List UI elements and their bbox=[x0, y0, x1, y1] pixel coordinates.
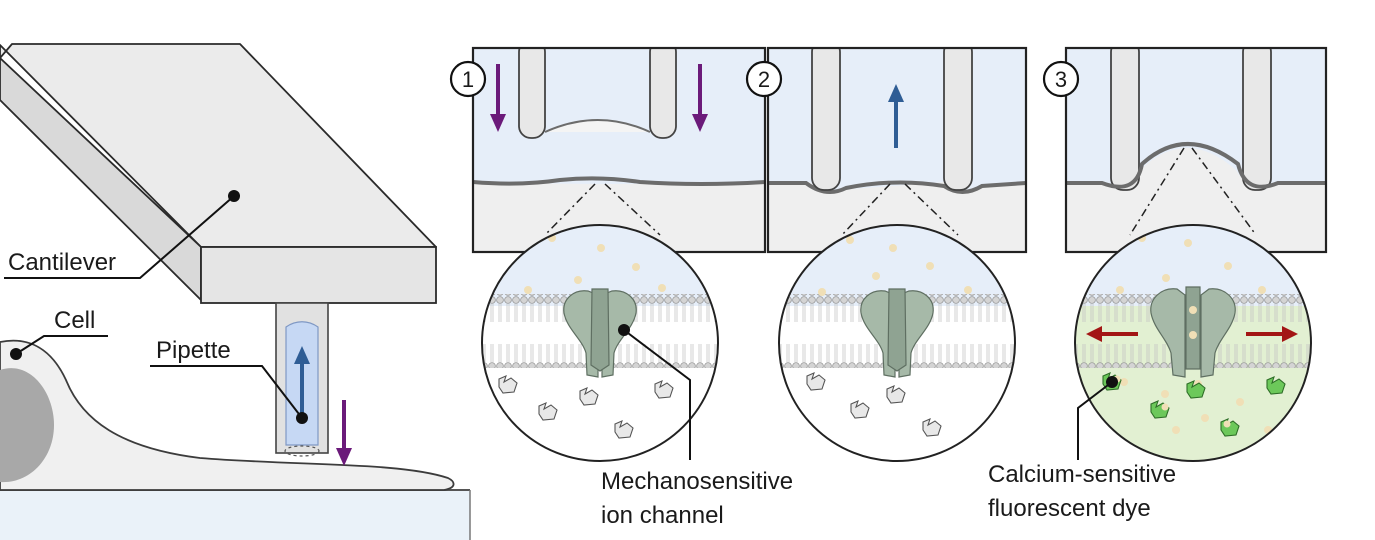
step-1-panel: 1 bbox=[449, 46, 767, 462]
dye-leader bbox=[1077, 376, 1118, 460]
cantilever-label: Cantilever bbox=[8, 249, 116, 276]
pipette-label: Pipette bbox=[156, 337, 231, 364]
membrane bbox=[473, 176, 765, 186]
zoom-circle bbox=[481, 224, 719, 462]
substrate bbox=[0, 490, 470, 540]
tension-arrow-left-icon bbox=[1086, 326, 1138, 342]
zoom-circle bbox=[778, 224, 1016, 462]
cell-body bbox=[0, 339, 455, 491]
pipette-wall-right bbox=[943, 48, 973, 191]
channel-leader bbox=[618, 324, 691, 460]
pipette-wall-left bbox=[518, 48, 546, 139]
channel-label-line-1: Mechanosensitive bbox=[601, 468, 793, 495]
svg-text:3: 3 bbox=[1055, 67, 1067, 92]
pipette-wall-right bbox=[649, 48, 677, 139]
step-3-panel: 3 bbox=[1042, 46, 1328, 462]
up-arrow-icon bbox=[294, 346, 310, 418]
step-number-badge: 3 bbox=[1042, 60, 1080, 98]
cell-leader bbox=[10, 335, 108, 360]
tension-arrow-right-icon bbox=[1246, 326, 1298, 342]
cantilever-leader bbox=[4, 190, 240, 279]
pipette-wall-left bbox=[1110, 48, 1140, 191]
pipette-leader bbox=[150, 365, 308, 424]
step-2-panel: 2 bbox=[745, 46, 1028, 462]
pipette-wall-left bbox=[811, 48, 841, 191]
setup-illustration: Cantilever Cell Pipette bbox=[0, 43, 471, 540]
channel-label-line-2: ion channel bbox=[601, 502, 724, 529]
svg-text:1: 1 bbox=[462, 67, 474, 92]
svg-text:2: 2 bbox=[758, 67, 770, 92]
down-arrow-icon bbox=[490, 64, 506, 132]
cell-nucleus bbox=[0, 368, 54, 483]
cantilever-front-face bbox=[200, 246, 437, 304]
zoom-circle bbox=[1074, 224, 1312, 462]
down-arrow-icon bbox=[692, 64, 708, 132]
dye-label-line-1: Calcium-sensitive bbox=[988, 461, 1176, 488]
dye-label-line-2: fluorescent dye bbox=[988, 495, 1151, 522]
membrane bbox=[1066, 142, 1326, 189]
pipette-wall-right bbox=[1242, 48, 1272, 191]
cell-label: Cell bbox=[54, 307, 95, 334]
step-number-badge: 2 bbox=[745, 60, 783, 98]
up-arrow-icon bbox=[888, 84, 904, 148]
down-arrow-icon bbox=[336, 400, 352, 466]
membrane bbox=[768, 180, 1026, 194]
step-number-badge: 1 bbox=[449, 60, 487, 98]
